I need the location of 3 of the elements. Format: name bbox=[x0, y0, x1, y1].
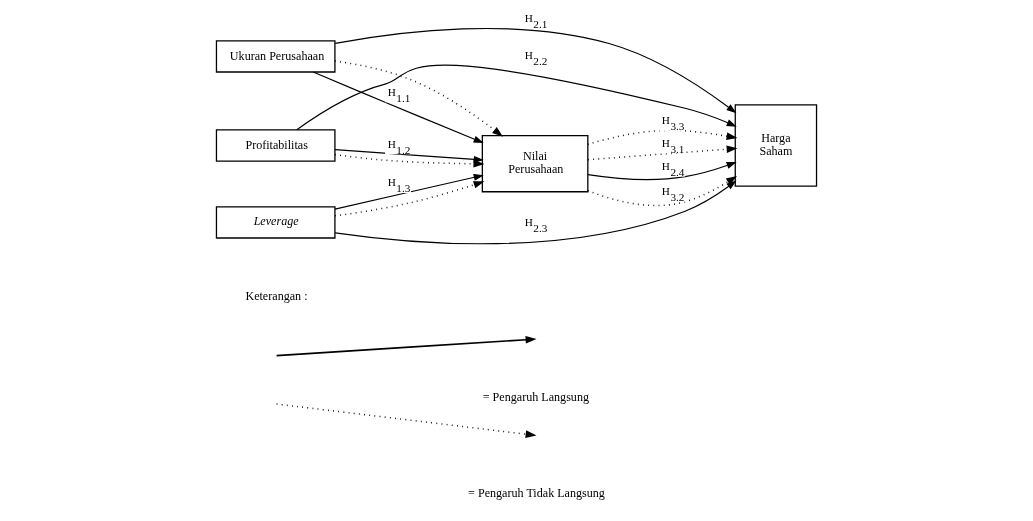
legend-label: = Pengaruh Langsung bbox=[482, 390, 590, 405]
legend-label: = Pengaruh Tidak Langsung bbox=[468, 486, 605, 501]
label: Keterangan : bbox=[245, 289, 308, 304]
